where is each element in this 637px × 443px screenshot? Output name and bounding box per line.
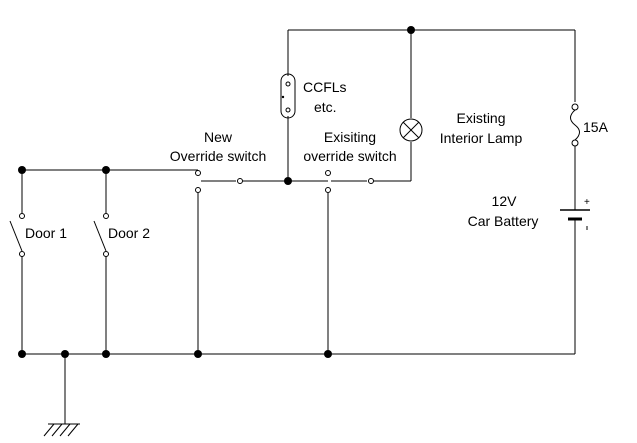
ccfl-lamp-symbol	[280, 73, 296, 119]
lamp-label-line1: Existing	[456, 110, 505, 126]
new-switch-label-line1: New	[204, 129, 233, 145]
existing-switch-label-line2: override switch	[303, 148, 396, 164]
ccfl-label-line2: etc.	[314, 99, 337, 115]
door2-switch	[93, 213, 109, 257]
existing-override-switch	[325, 170, 374, 193]
battery-label-line2: Car Battery	[468, 213, 539, 229]
fuse-symbol	[570, 103, 580, 147]
door1-switch	[9, 213, 25, 257]
ccfl-label-line1: CCFLs	[303, 79, 347, 95]
battery-label-line1: 12V	[492, 193, 518, 209]
door2-label: Door 2	[108, 225, 150, 241]
wires	[21, 29, 576, 424]
fuse-label: 15A	[583, 119, 609, 135]
battery-plus-label: +	[584, 197, 590, 208]
ground-symbol	[43, 423, 80, 437]
junction-nodes	[18, 26, 415, 358]
new-override-switch	[195, 170, 243, 193]
interior-lamp-symbol	[399, 118, 423, 142]
battery-symbol	[560, 204, 590, 230]
new-switch-label-line2: Override switch	[170, 148, 266, 164]
existing-switch-label-line1: Exisiting	[324, 129, 376, 145]
lamp-label-line2: Interior Lamp	[440, 130, 523, 146]
door1-label: Door 1	[25, 225, 67, 241]
